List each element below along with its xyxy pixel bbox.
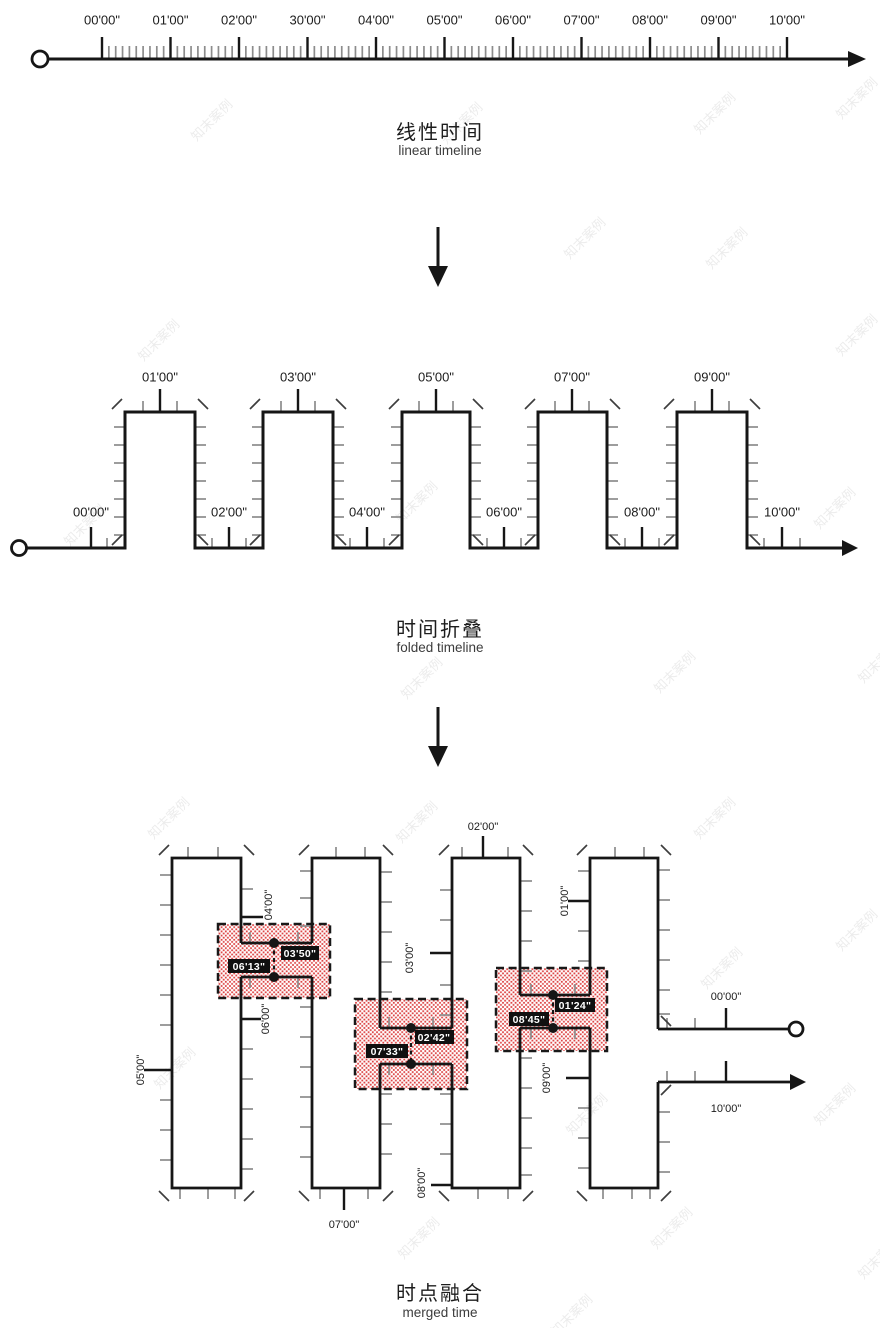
arrow-right-icon <box>790 1074 806 1090</box>
time-label: 06'00" <box>495 13 531 28</box>
merge-time-badge-label: 08'45" <box>513 1014 546 1026</box>
merge-time-badge-label: 03'50" <box>284 948 317 960</box>
merge-time-badge <box>555 998 595 1012</box>
time-label: 08'00" <box>624 505 660 520</box>
time-label: 04'00" <box>263 890 275 921</box>
merged-axis-line <box>450 856 522 1190</box>
start-circle <box>10 539 28 557</box>
time-label: 09'00" <box>694 370 730 385</box>
time-label: 01'00" <box>559 886 571 917</box>
folded-axis-line <box>27 410 844 550</box>
merged-major-ticks <box>144 836 728 1210</box>
folded-timeline: 01'00" 03'00" 05'00" 07'00" 09'00" 00'00… <box>10 370 858 557</box>
merge-point <box>406 1059 416 1069</box>
time-label: 03'00" <box>404 943 416 974</box>
time-label: 07'00" <box>554 370 590 385</box>
time-label: 08'00" <box>632 13 668 28</box>
section-subtitle-merged: merged time <box>402 1305 478 1320</box>
folded-major-ticks <box>89 389 784 548</box>
folded-corner-ticks <box>111 398 761 546</box>
arrow-right-icon <box>842 540 858 556</box>
merge-time-badge-label: 06'13" <box>233 961 266 973</box>
time-label: 08'00" <box>416 1168 428 1199</box>
time-label: 05'00" <box>426 13 462 28</box>
time-label: 04'00" <box>349 505 385 520</box>
section-title-merged: 时点融合 <box>396 1283 484 1305</box>
time-label: 10'00" <box>764 505 800 520</box>
time-label: 07'00" <box>329 1219 360 1231</box>
arrow-down-icon <box>428 707 448 767</box>
merged-corner-ticks <box>158 844 672 1202</box>
time-label: 01'00" <box>152 13 188 28</box>
merge-time-badge <box>228 959 270 973</box>
merge-point <box>548 1023 558 1033</box>
time-label: 00'00" <box>711 991 742 1003</box>
merge-time-badge <box>366 1044 408 1058</box>
merge-time-badge <box>509 1012 549 1026</box>
merge-point <box>406 1023 416 1033</box>
time-label: 09'00" <box>700 13 736 28</box>
arrow-right-icon <box>848 51 866 67</box>
time-label: 03'00" <box>280 370 316 385</box>
time-label: 09'00" <box>541 1063 553 1094</box>
merge-time-badge <box>415 1030 454 1044</box>
time-label: 05'00" <box>418 370 454 385</box>
linear-minor-ticks <box>107 46 782 59</box>
linear-timeline: 00'00" 01'00" 02'00" 30'00" 04'00" 05'00… <box>30 13 866 69</box>
time-label: 05'00" <box>135 1055 147 1086</box>
section-subtitle-linear: linear timeline <box>398 143 482 158</box>
merge-time-badge-label: 01'24" <box>559 1000 592 1012</box>
time-label: 30'00" <box>289 13 325 28</box>
merged-timeline: 03'50" 06'13" 02'42" 07'33" 01'24" 08'45… <box>135 821 806 1231</box>
section-subtitle-folded: folded timeline <box>396 640 484 655</box>
arrow-down-icon <box>428 227 448 287</box>
merge-point <box>269 938 279 948</box>
time-label: 01'00" <box>142 370 178 385</box>
time-label: 06'00" <box>486 505 522 520</box>
time-label: 02'00" <box>221 13 257 28</box>
time-label: 06'00" <box>260 1004 272 1035</box>
merge-point <box>269 972 279 982</box>
merged-axis-line <box>170 856 243 1190</box>
merge-time-badge-label: 02'42" <box>418 1032 451 1044</box>
merge-time-badge-label: 07'33" <box>371 1046 404 1058</box>
linear-major-ticks <box>100 37 789 59</box>
section-title-folded: 时间折叠 <box>396 619 484 641</box>
start-circle <box>30 49 50 69</box>
time-label: 10'00" <box>711 1103 742 1115</box>
start-circle <box>787 1020 805 1038</box>
merge-point <box>548 990 558 1000</box>
time-label: 02'00" <box>468 821 499 833</box>
time-label: 07'00" <box>563 13 599 28</box>
time-label: 02'00" <box>211 505 247 520</box>
merged-axis-line <box>588 856 660 1190</box>
time-label: 00'00" <box>84 13 120 28</box>
merged-minor-ticks <box>160 847 696 1199</box>
merge-time-badge <box>281 946 319 960</box>
folded-minor-ticks <box>106 401 801 548</box>
time-label: 10'00" <box>769 13 805 28</box>
merged-axis-line <box>310 856 382 1190</box>
time-label: 00'00" <box>73 505 109 520</box>
time-label: 04'00" <box>358 13 394 28</box>
section-title-linear: 线性时间 <box>396 122 484 144</box>
